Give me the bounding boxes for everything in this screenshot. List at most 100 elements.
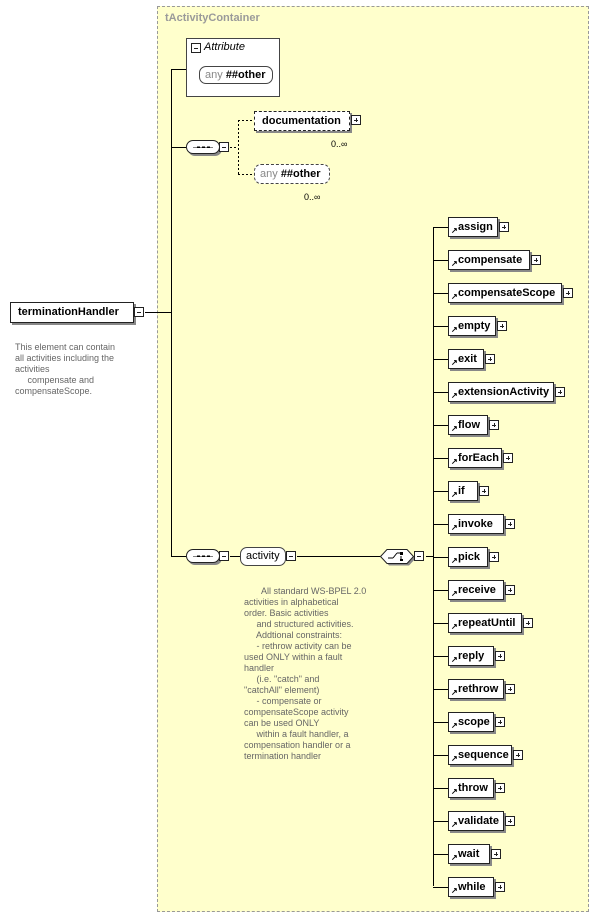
element-label: throw [458,782,488,794]
expand-icon[interactable] [495,717,505,727]
documentation-label: documentation [262,115,341,127]
element-label: sequence [458,749,509,761]
element-rethrow[interactable]: ↗rethrow [448,679,504,699]
reference-arrow-icon: ↗ [451,358,458,367]
choice-compositor [379,549,416,566]
element-label: scope [458,716,490,728]
expand-icon[interactable] [531,255,541,265]
expand-icon[interactable] [505,816,515,826]
documentation-expand-icon[interactable] [351,115,361,125]
element-label: repeatUntil [458,617,516,629]
element-if[interactable]: ↗if [448,481,478,501]
element-exit[interactable]: ↗exit [448,349,484,369]
element-label: empty [458,320,491,332]
activity-collapse-icon[interactable] [286,551,296,561]
expand-icon[interactable] [485,354,495,364]
element-pick[interactable]: ↗pick [448,547,488,567]
expand-icon[interactable] [497,321,507,331]
any-other-cardinality: 0..∞ [304,192,321,202]
any-attribute-label: ##other [225,69,266,81]
attributes-title: Attribute [204,41,245,53]
element-label: validate [458,815,499,827]
expand-icon[interactable] [505,519,515,529]
element-sequence[interactable]: ↗sequence [448,745,512,765]
expand-icon[interactable] [491,849,501,859]
sequence-dots-icon-2 [193,555,213,557]
element-label: compensate [458,254,523,266]
element-label: compensateScope [458,287,556,299]
reference-arrow-icon: ↗ [451,325,458,334]
reference-arrow-icon: ↗ [451,523,458,532]
any-attribute-prefix: any [205,69,223,81]
element-scope[interactable]: ↗scope [448,712,494,732]
sequence-collapse-icon[interactable] [219,142,229,152]
expand-icon[interactable] [505,684,515,694]
element-label: forEach [458,452,499,464]
expand-icon[interactable] [505,585,515,595]
documentation-element[interactable]: documentation [254,111,350,131]
element-compensate[interactable]: ↗compensate [448,250,530,270]
element-label: if [458,485,465,497]
expand-icon[interactable] [489,552,499,562]
activity-annotation: All standard WS-BPEL 2.0 activities in a… [244,586,367,761]
documentation-cardinality: 0..∞ [331,139,348,149]
any-attribute[interactable]: any ##other [199,66,273,84]
element-reply[interactable]: ↗reply [448,646,494,666]
reference-arrow-icon: ↗ [451,754,458,763]
expand-icon[interactable] [499,222,509,232]
element-wait[interactable]: ↗wait [448,844,490,864]
element-label: receive [458,584,496,596]
expand-icon[interactable] [479,486,489,496]
reference-arrow-icon: ↗ [451,820,458,829]
expand-icon[interactable] [495,783,505,793]
expand-icon[interactable] [503,453,513,463]
reference-arrow-icon: ↗ [451,886,458,895]
element-label: exit [458,353,477,365]
reference-arrow-icon: ↗ [451,457,458,466]
element-throw[interactable]: ↗throw [448,778,494,798]
container-title: tActivityContainer [165,12,260,24]
element-repeatuntil[interactable]: ↗repeatUntil [448,613,522,633]
root-annotation: This element can contain all activities … [15,342,116,396]
reference-arrow-icon: ↗ [451,424,458,433]
element-flow[interactable]: ↗flow [448,415,488,435]
element-label: pick [458,551,481,563]
expand-icon[interactable] [513,750,523,760]
element-extensionactivity[interactable]: ↗extensionActivity [448,382,554,402]
collapse-icon[interactable] [134,307,144,317]
element-label: while [458,881,486,893]
element-receive[interactable]: ↗receive [448,580,504,600]
element-assign[interactable]: ↗assign [448,217,498,237]
element-label: reply [458,650,485,662]
termination-handler-element[interactable]: terminationHandler [10,302,134,323]
expand-icon[interactable] [555,387,565,397]
expand-icon[interactable] [523,618,533,628]
element-empty[interactable]: ↗empty [448,316,496,336]
element-label: invoke [458,518,493,530]
choice-icon [379,549,416,566]
any-other-element[interactable]: any ##other [254,164,330,184]
reference-arrow-icon: ↗ [451,391,458,400]
expand-icon[interactable] [563,288,573,298]
any-other-prefix: any [260,168,278,180]
expand-icon[interactable] [495,651,505,661]
element-foreach[interactable]: ↗forEach [448,448,502,468]
reference-arrow-icon: ↗ [451,259,458,268]
activity-group[interactable]: activity [240,547,286,566]
any-other-label: ##other [280,168,321,180]
expand-icon[interactable] [489,420,499,430]
reference-arrow-icon: ↗ [451,556,458,565]
element-compensatescope[interactable]: ↗compensateScope [448,283,562,303]
attributes-collapse-icon[interactable] [191,43,201,53]
sequence-collapse-icon-2[interactable] [219,551,229,561]
container-panel [157,6,589,912]
element-while[interactable]: ↗while [448,877,494,897]
element-invoke[interactable]: ↗invoke [448,514,504,534]
element-label: flow [458,419,480,431]
expand-icon[interactable] [495,882,505,892]
choice-collapse-icon[interactable] [414,551,424,561]
element-validate[interactable]: ↗validate [448,811,504,831]
reference-arrow-icon: ↗ [451,688,458,697]
activity-label: activity [246,550,280,562]
